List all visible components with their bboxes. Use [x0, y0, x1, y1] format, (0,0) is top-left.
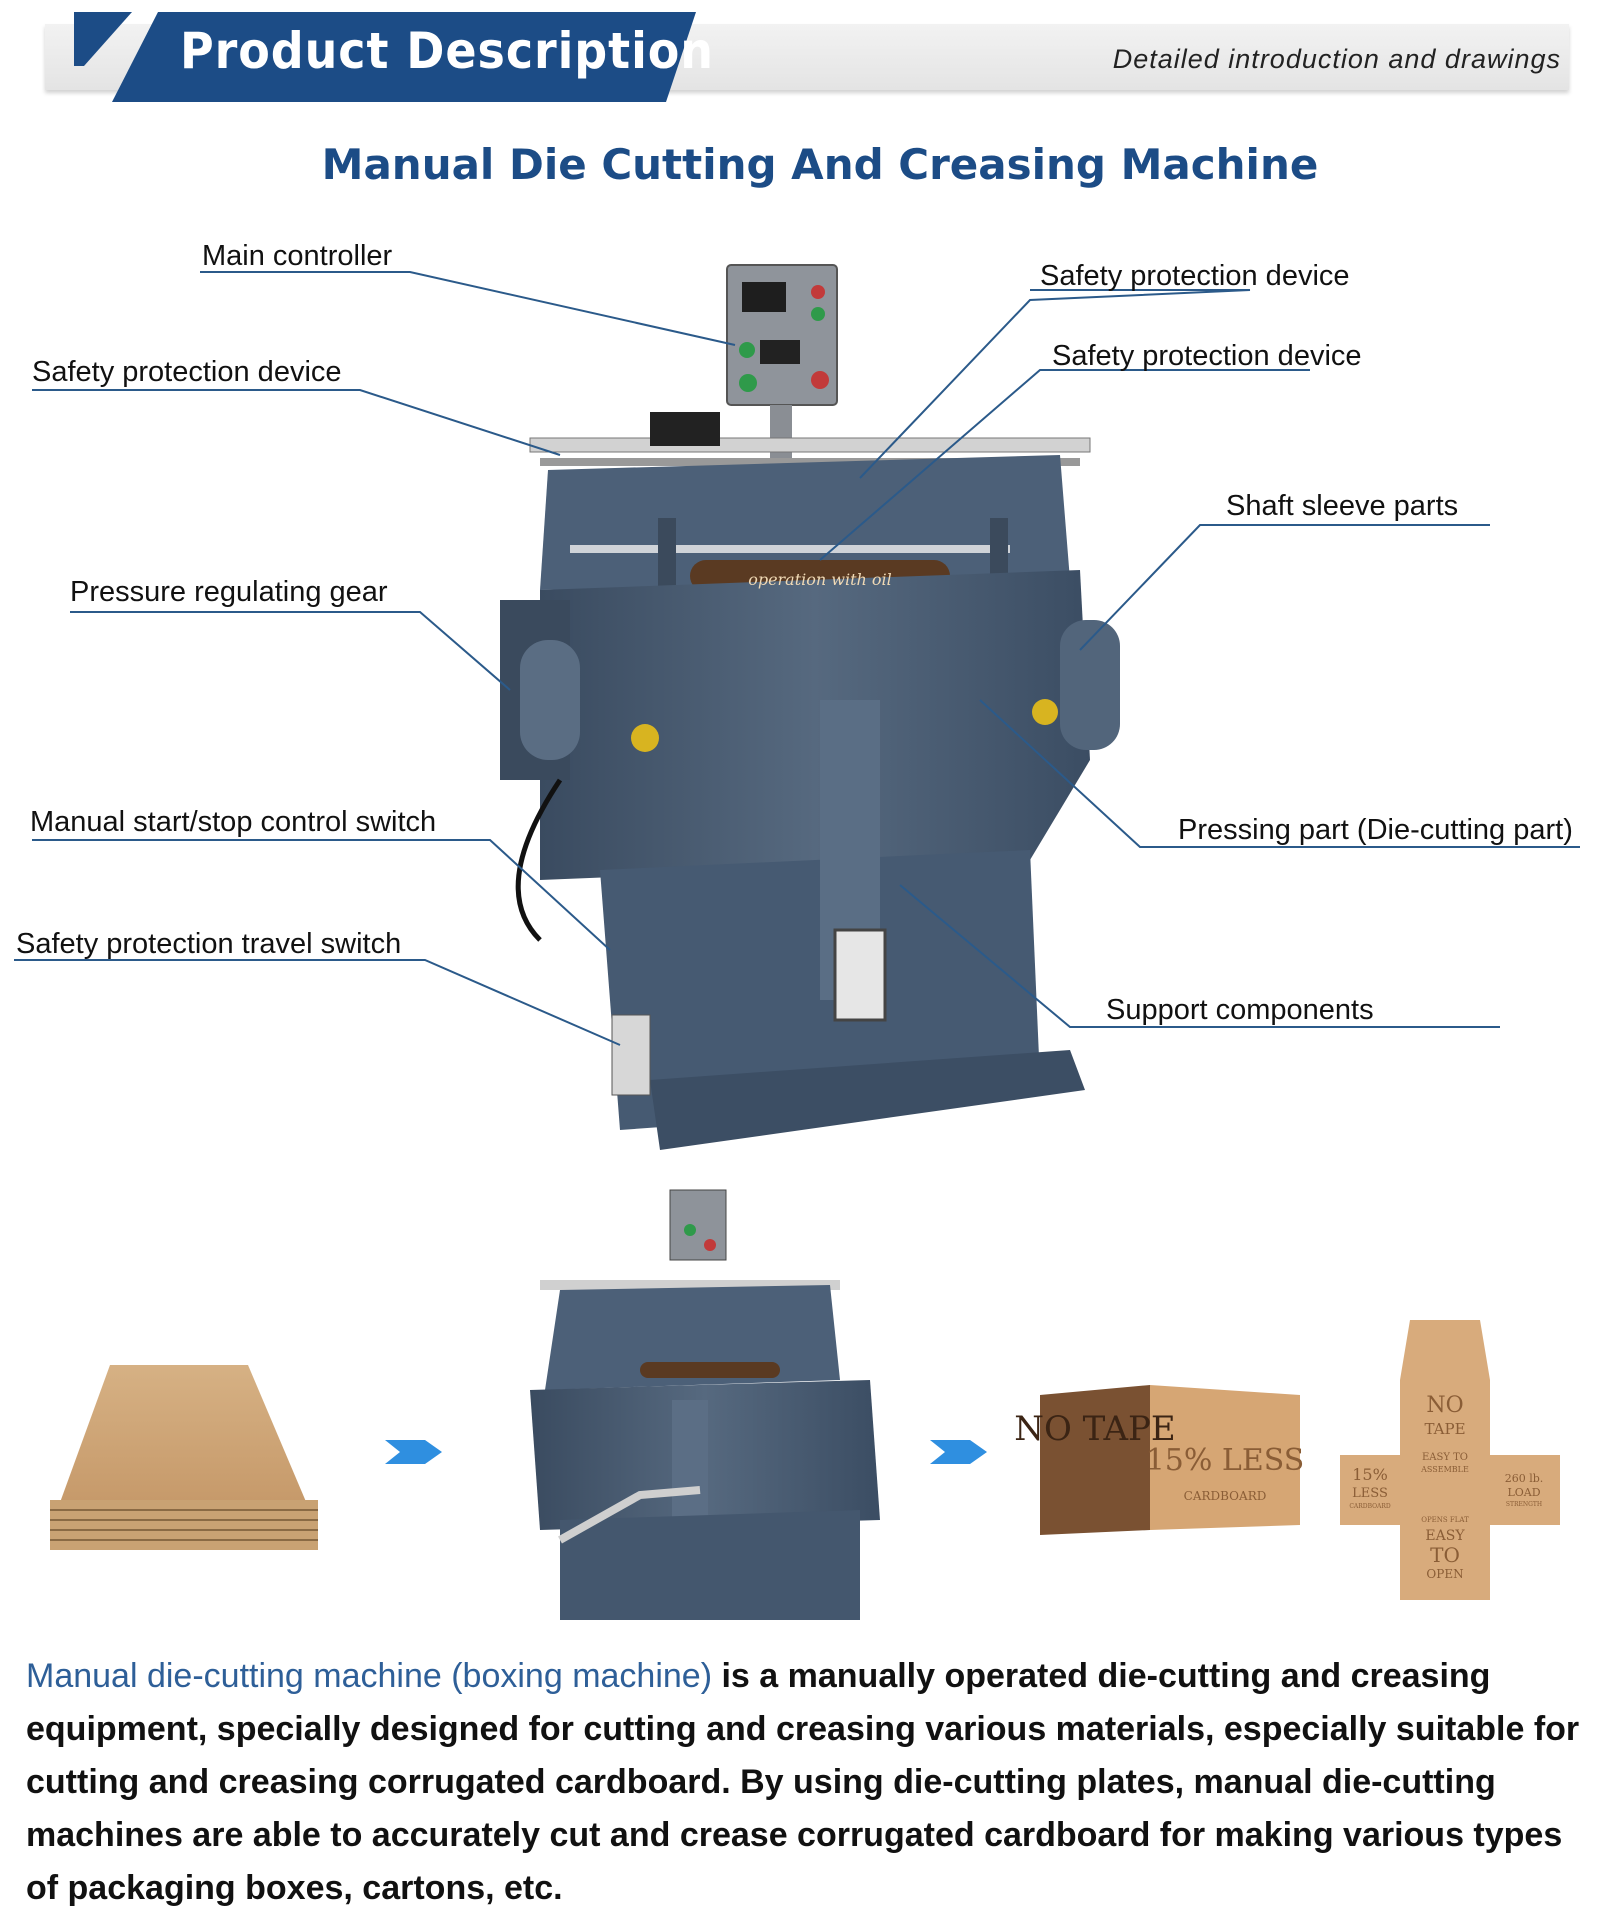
- description-highlight: Manual die-cutting machine (boxing machi…: [26, 1657, 713, 1695]
- flat-tape: TAPE: [1424, 1420, 1465, 1438]
- banner-title: Product Description: [180, 22, 714, 80]
- flat-load: 260 lb.: [1505, 1472, 1544, 1485]
- machine-plate-text: operation with oil: [748, 570, 892, 589]
- flat-open: OPEN: [1426, 1567, 1463, 1581]
- flat-easy: EASY TO: [1422, 1452, 1468, 1463]
- arrow-right-icon: [385, 1440, 442, 1464]
- callout-pressing-part: Pressing part (Die-cutting part): [1178, 814, 1573, 846]
- flat-box-net: NO TAPE EASY TO ASSEMBLE 15% LESS CARDBO…: [1340, 1320, 1560, 1600]
- cardboard-stack: [50, 1365, 318, 1550]
- flat-easy2: EASY: [1425, 1528, 1465, 1544]
- flat-no: NO: [1426, 1393, 1463, 1418]
- callout-safety-device-left: Safety protection device: [32, 356, 342, 388]
- flat-opens: OPENS FLAT: [1421, 1516, 1469, 1524]
- leader-lines: [14, 271, 1580, 1046]
- flat-strength: STRENGTH: [1506, 1501, 1542, 1508]
- callout-manual-switch: Manual start/stop control switch: [30, 806, 437, 838]
- callout-shaft-sleeve: Shaft sleeve parts: [1226, 490, 1459, 522]
- banner-title-tab: [112, 12, 696, 102]
- small-machine-illustration: [530, 1189, 880, 1620]
- box-side-right-print: 15% LESS: [1146, 1443, 1305, 1478]
- description-body: is a manually operated die-cutting and c…: [26, 1657, 1580, 1907]
- printed-box: NO TAPE 15% LESS CARDBOARD: [1014, 1385, 1304, 1535]
- arrow-right-icon: [930, 1440, 987, 1464]
- flat-less: LESS: [1352, 1486, 1388, 1501]
- callout-travel-switch: Safety protection travel switch: [16, 928, 402, 960]
- callout-safety-device-right-2: Safety protection device: [1052, 340, 1362, 372]
- banner-subtitle: Detailed introduction and drawings: [1112, 44, 1561, 74]
- main-machine-illustration: [500, 264, 1120, 1150]
- callout-support: Support components: [1106, 994, 1374, 1026]
- flat-to: TO: [1430, 1543, 1460, 1567]
- flat-cardboard: CARDBOARD: [1349, 1503, 1391, 1510]
- callout-pressure-gear: Pressure regulating gear: [70, 576, 388, 608]
- box-side-left-print: NO TAPE: [1014, 1409, 1176, 1449]
- flat-load2: LOAD: [1507, 1486, 1540, 1499]
- description-paragraph: Manual die-cutting machine (boxing machi…: [26, 1650, 1586, 1915]
- page-title: Manual Die Cutting And Creasing Machine: [321, 140, 1319, 189]
- flat-assemble: ASSEMBLE: [1420, 1465, 1469, 1474]
- callout-safety-device-right-1: Safety protection device: [1040, 260, 1350, 292]
- callout-main-controller: Main controller: [202, 240, 393, 272]
- box-side-small-print: CARDBOARD: [1184, 1489, 1267, 1503]
- flat-pct: 15%: [1352, 1465, 1388, 1484]
